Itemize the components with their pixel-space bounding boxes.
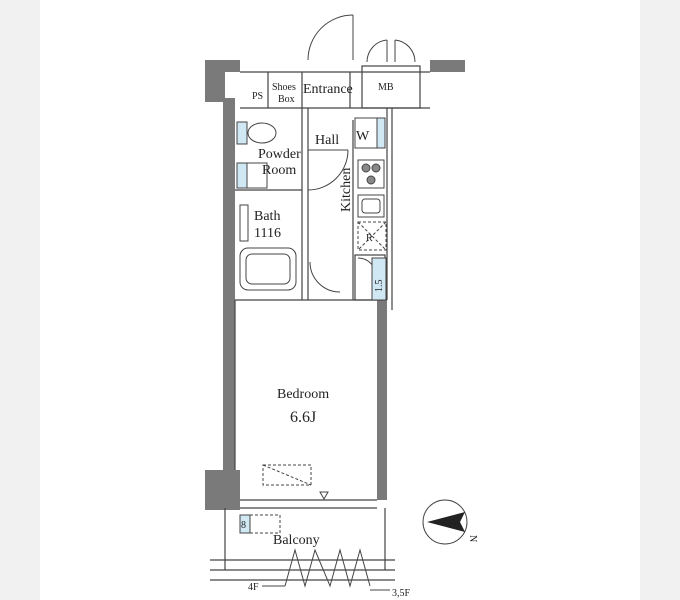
doors xyxy=(307,14,416,293)
powder-room-label-line2: Room xyxy=(262,163,296,178)
shoes-box-label-line1: Shoes xyxy=(272,82,296,93)
mb-label: MB xyxy=(378,82,394,93)
floor-35f-label: 3,5F xyxy=(392,588,411,599)
balcony-unit-label: 8 xyxy=(241,520,246,531)
north-compass xyxy=(422,499,468,545)
floor-4f-label: 4F xyxy=(248,582,259,593)
washer-label: W xyxy=(356,129,370,144)
shoes-box-label-line2: Box xyxy=(278,94,295,105)
north-label: N xyxy=(467,535,478,542)
powder-room-label-line1: Powder xyxy=(258,147,301,162)
floor-indicators xyxy=(262,548,390,591)
floor-plan-diagram: PS Shoes Box Entrance MB Hall W Powder R… xyxy=(205,14,478,599)
fixtures xyxy=(236,117,387,534)
floor-plan-page: PS Shoes Box Entrance MB Hall W Powder R… xyxy=(40,0,640,600)
balcony-label: Balcony xyxy=(273,533,320,548)
refrigerator-label: R xyxy=(366,233,373,244)
bedroom-size-label: 6.6J xyxy=(290,409,316,426)
exterior-walls xyxy=(205,60,465,510)
hall-label: Hall xyxy=(315,133,339,148)
kitchen-label: Kitchen xyxy=(339,168,354,212)
interior-walls xyxy=(210,65,430,581)
side-unit-label: 1.5 xyxy=(374,280,385,293)
bath-size-label: 1116 xyxy=(254,226,281,241)
entrance-label: Entrance xyxy=(303,82,353,97)
ps-label: PS xyxy=(252,91,263,102)
bedroom-label: Bedroom xyxy=(277,387,329,402)
bath-label: Bath xyxy=(254,209,280,224)
